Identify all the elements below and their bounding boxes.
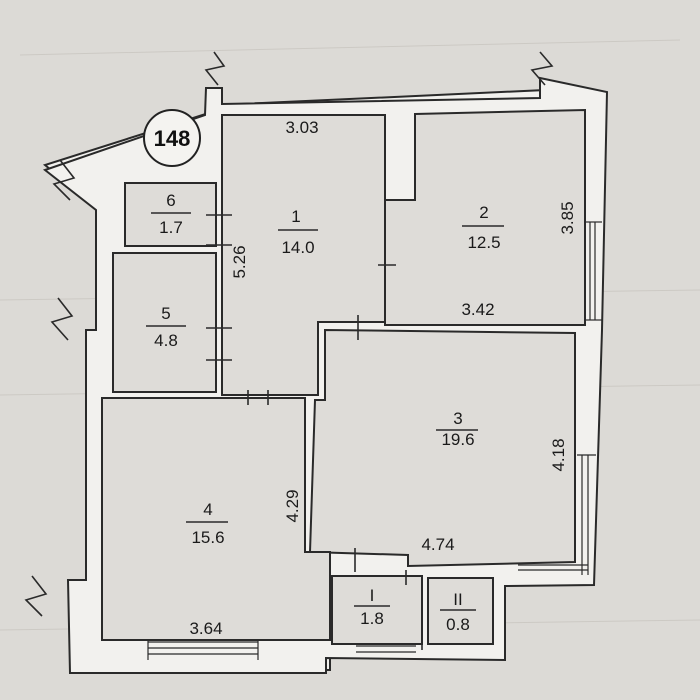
room-2-area: 12.5 xyxy=(467,233,500,252)
room-I-number: I xyxy=(370,586,375,605)
room-5-area: 4.8 xyxy=(154,331,178,350)
windows xyxy=(147,221,602,660)
room-4-area: 15.6 xyxy=(191,528,224,547)
dim-room2-bottom: 3.42 xyxy=(461,300,494,319)
room-1-area: 14.0 xyxy=(281,238,314,257)
room-1-number: 1 xyxy=(291,207,300,226)
room-II-area: 0.8 xyxy=(446,615,470,634)
dim-room1-side: 5.26 xyxy=(230,245,249,278)
room-2 xyxy=(384,108,586,326)
apartment-number: 148 xyxy=(154,126,191,151)
window-room-I xyxy=(356,645,416,653)
partition-ticks xyxy=(206,214,423,650)
dim-room4-side: 4.29 xyxy=(283,489,302,522)
apartment-number-badge: 148 xyxy=(143,109,201,167)
dim-room4-bottom: 3.64 xyxy=(189,619,222,638)
dim-room3-bottom: 4.74 xyxy=(421,535,454,554)
room-I-area: 1.8 xyxy=(360,609,384,628)
room-II xyxy=(427,577,494,645)
window-room3 xyxy=(518,454,596,575)
dim-room2-side: 3.85 xyxy=(558,201,577,234)
room-4-number: 4 xyxy=(203,500,212,519)
rooms xyxy=(101,108,586,645)
room-labels: 1 14.0 2 12.5 3 19.6 4 15.6 5 4.8 6 1.7 … xyxy=(146,191,504,634)
room-1 xyxy=(221,114,386,396)
room-3-number: 3 xyxy=(453,409,462,428)
dim-room1-top: 3.03 xyxy=(285,118,318,137)
room-5 xyxy=(112,252,217,393)
room-II-number: II xyxy=(453,590,462,609)
room-I xyxy=(331,575,423,645)
dimension-labels: 3.03 5.26 3.85 3.42 4.18 4.74 4.29 3.64 xyxy=(189,118,577,638)
room-5-number: 5 xyxy=(161,304,170,323)
room-6-number: 6 xyxy=(166,191,175,210)
room-3 xyxy=(308,328,576,568)
window-room4 xyxy=(147,640,259,660)
window-room2 xyxy=(586,221,602,321)
room-2-number: 2 xyxy=(479,203,488,222)
room-4 xyxy=(101,397,331,641)
wall-break-marks xyxy=(24,51,554,617)
dim-room3-side: 4.18 xyxy=(549,438,568,471)
room-6-area: 1.7 xyxy=(159,218,183,237)
room-6 xyxy=(124,182,217,247)
room-3-area: 19.6 xyxy=(441,430,474,449)
